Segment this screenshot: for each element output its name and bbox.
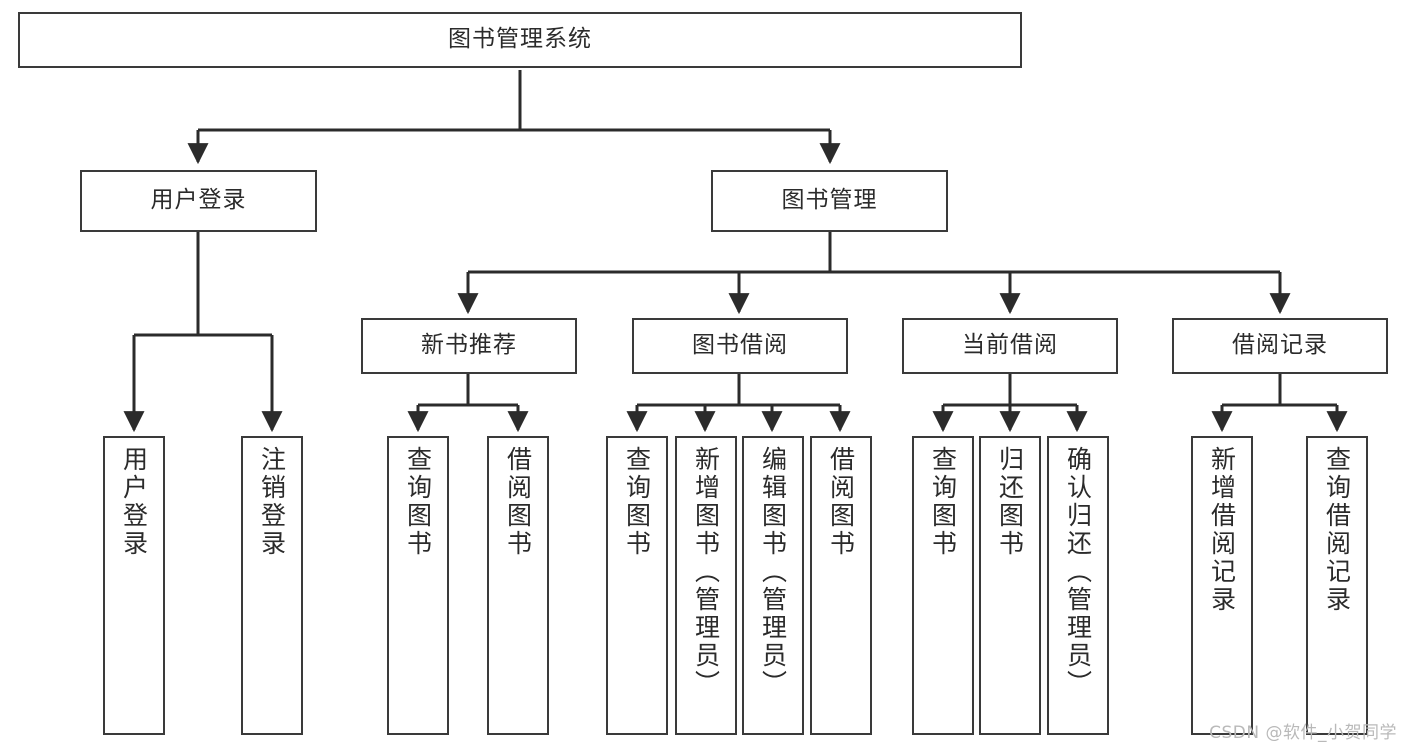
leaf-current-query-book[interactable]: 查询图书 xyxy=(912,436,974,735)
node-user-login-module[interactable]: 用户登录 xyxy=(80,170,317,232)
leaf-record-query-record[interactable]: 查询借阅记录 xyxy=(1306,436,1368,735)
node-label: 查询图书 xyxy=(403,446,433,558)
node-label: 归还图书 xyxy=(995,446,1025,558)
node-root-system[interactable]: 图书管理系统 xyxy=(18,12,1022,68)
node-label: 新书推荐 xyxy=(421,332,517,359)
leaf-record-add-record[interactable]: 新增借阅记录 xyxy=(1191,436,1253,735)
node-book-borrow[interactable]: 图书借阅 xyxy=(632,318,848,374)
leaf-user-login[interactable]: 用户登录 xyxy=(103,436,165,735)
node-label: 确认归还（管理员） xyxy=(1063,446,1093,698)
node-label: 图书管理 xyxy=(781,187,878,214)
node-label: 新增借阅记录 xyxy=(1207,446,1237,614)
node-label: 新增图书（管理员） xyxy=(691,446,721,698)
node-label: 查询图书 xyxy=(928,446,958,558)
node-current-borrow[interactable]: 当前借阅 xyxy=(902,318,1118,374)
node-label: 借阅记录 xyxy=(1232,332,1328,359)
leaf-recommend-borrow-book[interactable]: 借阅图书 xyxy=(487,436,549,735)
node-book-management-module[interactable]: 图书管理 xyxy=(711,170,948,232)
leaf-borrow-borrow-book[interactable]: 借阅图书 xyxy=(810,436,872,735)
node-label: 编辑图书（管理员） xyxy=(758,446,788,698)
node-label: 查询图书 xyxy=(622,446,652,558)
node-borrow-record[interactable]: 借阅记录 xyxy=(1172,318,1388,374)
node-new-book-recommend[interactable]: 新书推荐 xyxy=(361,318,577,374)
leaf-current-confirm-return-admin[interactable]: 确认归还（管理员） xyxy=(1047,436,1109,735)
node-label: 用户登录 xyxy=(119,446,149,558)
leaf-logout[interactable]: 注销登录 xyxy=(241,436,303,735)
node-label: 用户登录 xyxy=(150,187,247,214)
node-label: 图书借阅 xyxy=(692,332,788,359)
node-label: 当前借阅 xyxy=(962,332,1058,359)
leaf-recommend-query-book[interactable]: 查询图书 xyxy=(387,436,449,735)
leaf-current-return-book[interactable]: 归还图书 xyxy=(979,436,1041,735)
leaf-borrow-query-book[interactable]: 查询图书 xyxy=(606,436,668,735)
leaf-borrow-edit-book-admin[interactable]: 编辑图书（管理员） xyxy=(742,436,804,735)
node-label: 查询借阅记录 xyxy=(1322,446,1352,614)
node-label: 图书管理系统 xyxy=(448,26,592,53)
leaf-borrow-add-book-admin[interactable]: 新增图书（管理员） xyxy=(675,436,737,735)
node-label: 注销登录 xyxy=(257,446,287,558)
node-label: 借阅图书 xyxy=(826,446,856,558)
node-label: 借阅图书 xyxy=(503,446,533,558)
